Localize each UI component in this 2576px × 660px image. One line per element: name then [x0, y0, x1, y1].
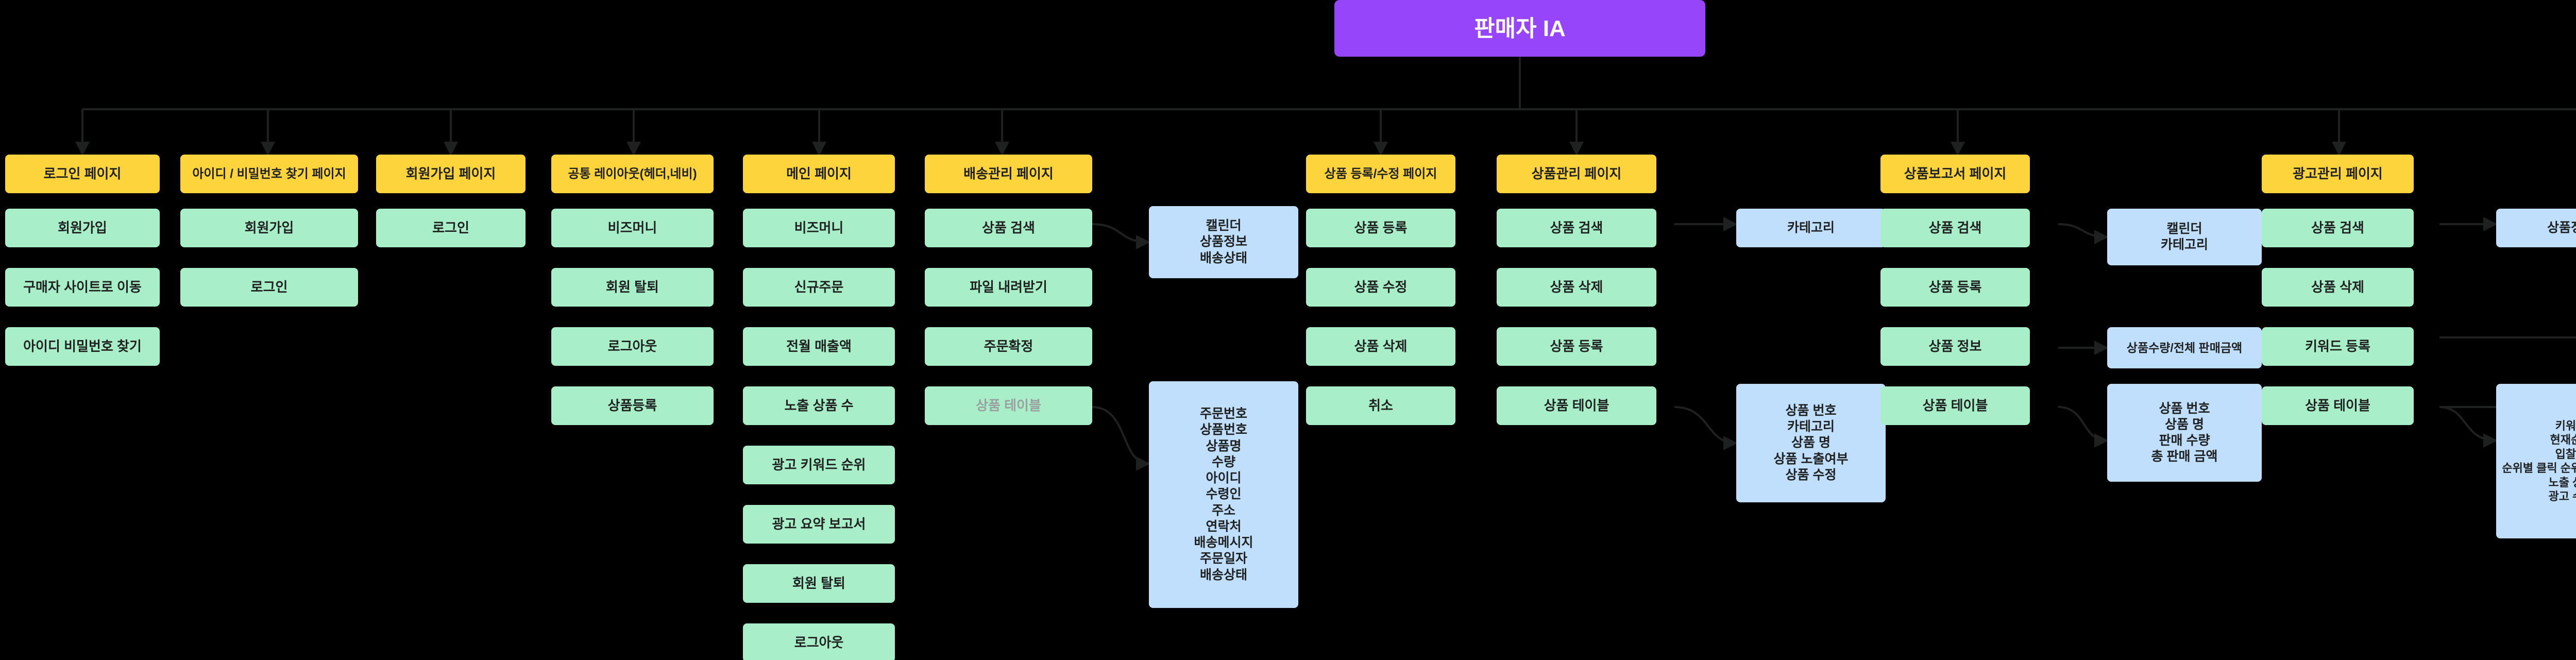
detail-box: 상품정보: [2496, 209, 2576, 247]
list-item[interactable]: 주문확정: [925, 327, 1092, 366]
page-box-main[interactable]: 메인 페이지: [743, 155, 895, 193]
list-item[interactable]: 광고 요약 보고서: [743, 505, 895, 544]
list-item[interactable]: 상품등록: [551, 386, 714, 425]
list-item[interactable]: 상품 테이블: [2262, 386, 2414, 425]
page-box-product-manage[interactable]: 상품관리 페이지: [1497, 155, 1656, 193]
list-item[interactable]: 키워드 등록: [2262, 327, 2414, 366]
list-item[interactable]: 상품 삭제: [2262, 268, 2414, 307]
list-item[interactable]: 상품 검색: [925, 209, 1092, 247]
list-item[interactable]: 상품 등록: [1880, 268, 2030, 307]
list-item[interactable]: 상품 등록: [1497, 327, 1656, 366]
list-item[interactable]: 상품 삭제: [1306, 327, 1455, 366]
detail-box: 상품 번호 상품 명 판매 수량 총 판매 금액: [2107, 384, 2262, 482]
list-item[interactable]: 로그인: [180, 268, 358, 307]
list-item[interactable]: 신규주문: [743, 268, 895, 307]
page-box-product-report[interactable]: 상품보고서 페이지: [1880, 155, 2030, 193]
list-item[interactable]: 로그아웃: [551, 327, 714, 366]
detail-box: 캘린더 상품정보 배송상태: [1149, 206, 1298, 278]
list-item[interactable]: 노출 상품 수: [743, 386, 895, 425]
list-item[interactable]: 상품 검색: [1497, 209, 1656, 247]
list-item[interactable]: 회원 탈퇴: [551, 268, 714, 307]
list-item[interactable]: 상품 수정: [1306, 268, 1455, 307]
list-item[interactable]: 상품 테이블: [1497, 386, 1656, 425]
detail-box: 카테고리: [1736, 209, 1886, 247]
list-item[interactable]: 비즈머니: [551, 209, 714, 247]
list-item[interactable]: 취소: [1306, 386, 1455, 425]
detail-box: 주문번호 상품번호 상품명 수량 아이디 수령인 주소 연락처 배송메시지 주문…: [1149, 381, 1298, 608]
list-item[interactable]: 상품 삭제: [1497, 268, 1656, 307]
list-item[interactable]: 파일 내려받기: [925, 268, 1092, 307]
detail-box: 키워드 현재순위 입찰가 순위별 클릭 순위별 총 광고비 노출 상태 광고 수…: [2496, 384, 2576, 538]
list-item[interactable]: 상품 테이블: [1880, 386, 2030, 425]
page-box-signup[interactable]: 회원가입 페이지: [376, 155, 526, 193]
list-item[interactable]: 광고 키워드 순위: [743, 446, 895, 484]
list-item[interactable]: 아이디 비밀번호 찾기: [5, 327, 160, 366]
page-box-login[interactable]: 로그인 페이지: [5, 155, 160, 193]
page-box-product-register[interactable]: 상품 등록/수정 페이지: [1306, 155, 1455, 193]
list-item[interactable]: 상품 검색: [2262, 209, 2414, 247]
list-item[interactable]: 상품 검색: [1880, 209, 2030, 247]
list-item[interactable]: 로그아웃: [743, 623, 895, 660]
page-box-common-layout[interactable]: 공통 레이아웃(헤더,네비): [551, 155, 714, 193]
detail-box: 상품 번호 카테고리 상품 명 상품 노출여부 상품 수정: [1736, 384, 1886, 502]
list-item[interactable]: 회원 탈퇴: [743, 564, 895, 603]
list-item[interactable]: 상품 테이블: [925, 386, 1092, 425]
list-item[interactable]: 로그인: [376, 209, 526, 247]
list-item[interactable]: 회원가입: [5, 209, 160, 247]
root-title-판매자-ia[interactable]: 판매자 IA: [1334, 0, 1705, 57]
page-box-ad-manage[interactable]: 광고관리 페이지: [2262, 155, 2414, 193]
list-item[interactable]: 비즈머니: [743, 209, 895, 247]
detail-box: 캘린더 카테고리: [2107, 209, 2262, 265]
list-item[interactable]: 상품 등록: [1306, 209, 1455, 247]
page-box-find-id-pw[interactable]: 아이디 / 비밀번호 찾기 페이지: [180, 155, 358, 193]
detail-box: 상품수량/전체 판매금액: [2107, 327, 2262, 368]
list-item[interactable]: 상품 정보: [1880, 327, 2030, 366]
page-box-delivery[interactable]: 배송관리 페이지: [925, 155, 1092, 193]
list-item[interactable]: 회원가입: [180, 209, 358, 247]
list-item[interactable]: 구매자 사이트로 이동: [5, 268, 160, 307]
list-item[interactable]: 전월 매출액: [743, 327, 895, 366]
